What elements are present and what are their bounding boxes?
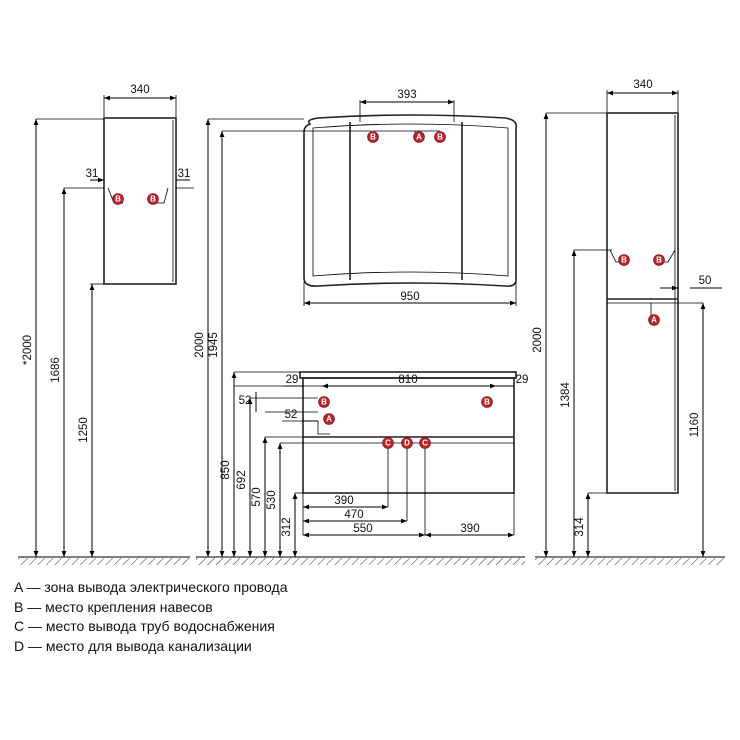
- marker-a-tall: A: [648, 314, 660, 326]
- legend-item-b: B — место крепления навесов: [14, 598, 213, 615]
- legend-item-a: A — зона вывода электрического провода: [14, 579, 288, 595]
- vanity-h850: 850: [220, 460, 232, 479]
- marker-a-vanity: A: [323, 413, 335, 425]
- mirror-width: 950: [400, 291, 419, 303]
- svg-text:B: B: [321, 398, 327, 407]
- tall-offset: 50: [699, 275, 712, 287]
- svg-text:D: D: [404, 439, 410, 448]
- vanity-x390-right: 390: [460, 523, 479, 535]
- vanity-inset-right: 29: [516, 374, 529, 386]
- vanity-h570: 570: [251, 487, 263, 506]
- upper-bottom-mark: 1250: [78, 417, 90, 443]
- vanity-h312: 312: [281, 517, 293, 536]
- vanity-x550: 550: [353, 523, 372, 535]
- svg-text:B: B: [484, 398, 490, 407]
- vanity-h530: 530: [266, 490, 278, 509]
- floor-right: [535, 556, 725, 565]
- vanity-inset-left: 29: [286, 374, 299, 386]
- svg-text:B: B: [621, 256, 627, 265]
- vanity-x390-left: 390: [334, 495, 353, 507]
- mirror: 393 950 2000 1945: [194, 89, 518, 557]
- marker-b-vanity-right: B: [481, 396, 493, 408]
- marker-b-tall-right: B: [653, 254, 665, 266]
- svg-text:B: B: [370, 133, 376, 142]
- upper-cabinet-width: 340: [130, 84, 149, 96]
- vanity-depth-a: 52: [239, 395, 252, 407]
- vanity-depth-b: 52: [285, 409, 298, 421]
- tall-h1160: 1160: [689, 413, 701, 438]
- marker-b-vanity-left: B: [318, 396, 330, 408]
- marker-b-mirror-left: B: [367, 131, 379, 143]
- svg-text:B: B: [150, 195, 156, 204]
- tall-h1384: 1384: [560, 382, 572, 408]
- svg-text:A: A: [416, 133, 422, 142]
- marker-c-vanity-right: C: [419, 437, 431, 449]
- floor-left: [18, 556, 190, 565]
- vanity-width: 810: [398, 374, 417, 386]
- svg-text:B: B: [656, 256, 662, 265]
- upper-cabinet: 340 31 31 *2000 1686 1250: [22, 84, 194, 557]
- marker-b-mirror-right: B: [434, 131, 446, 143]
- svg-text:C: C: [422, 439, 428, 448]
- legend-item-d: D — место для вывода канализации: [14, 637, 252, 654]
- marker-b-upper-right: B: [147, 193, 159, 205]
- floor-center: [196, 556, 525, 565]
- tall-cabinet: 340 50 2000 1384 1160 314: [532, 79, 722, 557]
- upper-gap-right: 31: [178, 168, 191, 180]
- svg-text:B: B: [437, 133, 443, 142]
- mirror-top-width: 393: [397, 89, 416, 101]
- tall-width: 340: [633, 79, 652, 91]
- svg-text:A: A: [651, 316, 657, 325]
- upper-gap-left: 31: [86, 168, 99, 180]
- vanity-h692: 692: [236, 470, 248, 489]
- vanity: 29 810 29 52 52 850 692 570 530 312: [220, 371, 529, 557]
- marker-a-mirror: A: [413, 131, 425, 143]
- tall-h314: 314: [574, 517, 586, 537]
- mirror-total-height: 2000: [194, 332, 206, 358]
- svg-text:A: A: [326, 415, 332, 424]
- marker-b-upper-left: B: [112, 193, 124, 205]
- marker-c-vanity-left: C: [382, 437, 394, 449]
- svg-text:B: B: [115, 195, 121, 204]
- tall-total-height: 2000: [532, 327, 544, 353]
- upper-total-height: *2000: [22, 335, 34, 365]
- vanity-x470: 470: [344, 509, 363, 521]
- svg-text:C: C: [385, 439, 391, 448]
- upper-top-mark: 1686: [50, 357, 62, 383]
- legend-item-c: C — место вывода труб водоснабжения: [14, 618, 275, 634]
- mirror-height: 1945: [208, 332, 220, 358]
- marker-b-tall-left: B: [618, 254, 630, 266]
- legend: A — зона вывода электрического провода B…: [14, 578, 288, 656]
- marker-d-vanity: D: [401, 437, 413, 449]
